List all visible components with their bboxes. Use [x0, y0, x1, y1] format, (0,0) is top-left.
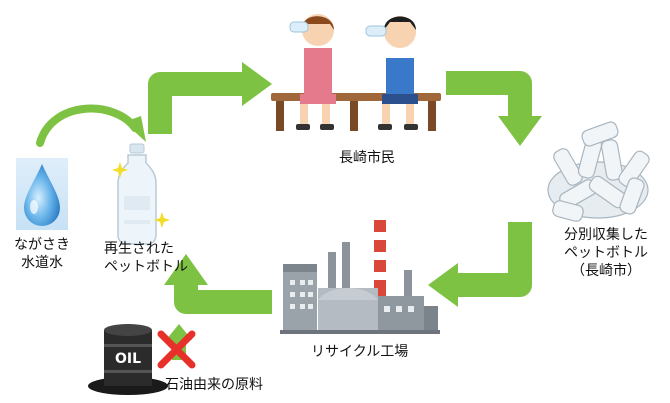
recycling-factory-icon — [280, 220, 440, 334]
arrow-collected-to-factory — [428, 222, 532, 307]
arrow-citizens-to-collected — [446, 71, 542, 146]
prohibited-cross-icon — [157, 330, 196, 369]
label-collected-bottles: 分別収集した ペットボトル （長崎市） — [556, 226, 656, 280]
collected-bottles-pile-icon — [547, 121, 650, 222]
label-recycling-factory: リサイクル工場 — [311, 344, 409, 360]
arrow-factory-to-bottle — [164, 254, 272, 314]
label-recycled-bottle-line1: 再生された — [104, 241, 174, 257]
label-collected-line2: ペットボトル — [564, 245, 648, 261]
citizens-drinking-illustration — [271, 14, 441, 131]
sparkle-icon — [112, 162, 128, 178]
label-petroleum-material: 石油由来の原料 — [165, 377, 263, 393]
label-collected-line3: （長崎市） — [571, 263, 641, 279]
label-recycled-bottle-line2: ペットボトル — [104, 259, 188, 275]
drum-label: OIL — [115, 351, 141, 367]
label-tap-water: ながさき 水道水 — [10, 236, 74, 272]
arrow-bottle-to-citizens — [148, 62, 272, 134]
label-tap-water-line1: ながさき — [14, 237, 70, 253]
curved-arrow-water-to-bottle — [36, 104, 146, 147]
sparkle-icon — [154, 212, 170, 228]
oil-drum-icon: OIL — [88, 324, 168, 395]
tap-water-drop-icon — [16, 158, 68, 230]
label-tap-water-line2: 水道水 — [21, 255, 63, 271]
label-recycled-bottle: 再生された ペットボトル — [104, 240, 188, 276]
label-collected-line1: 分別収集した — [564, 227, 648, 243]
label-citizens: 長崎市民 — [339, 150, 395, 166]
recycled-bottle-icon — [112, 143, 170, 245]
